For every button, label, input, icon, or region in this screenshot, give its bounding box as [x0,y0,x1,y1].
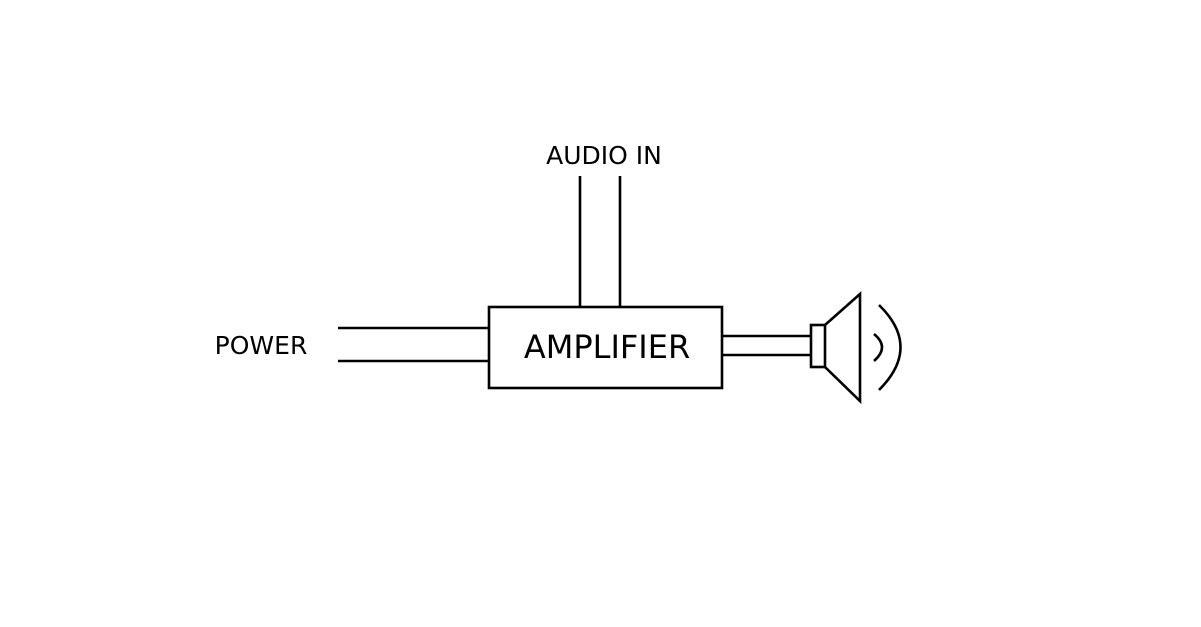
amplifier-box [487,305,724,390]
speaker-icon [809,291,862,405]
sound-waves-icon [873,304,902,391]
audio-in-label: AUDIO IN [546,141,662,170]
amplifier-label: AMPLIFIER [524,328,690,366]
power-label: POWER [215,331,308,360]
